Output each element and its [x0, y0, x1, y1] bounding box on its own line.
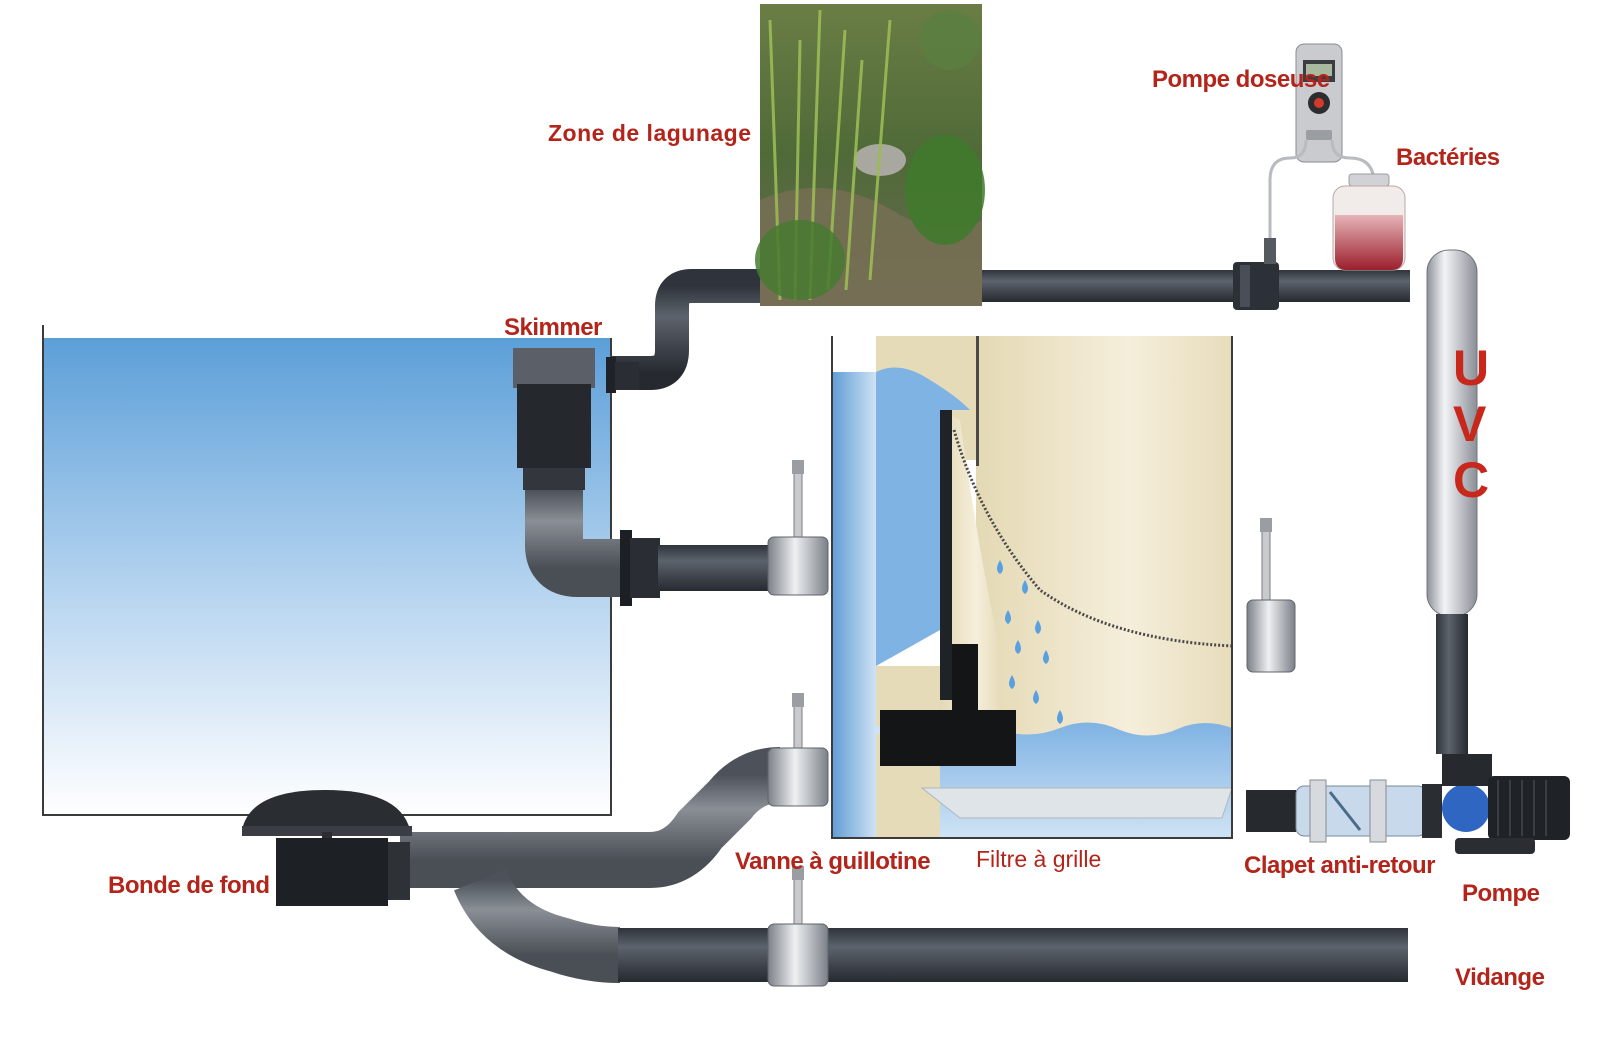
label-bonde-de-fond: Bonde de fond	[108, 872, 270, 899]
label-pompe-doseuse: Pompe doseuse	[1152, 66, 1330, 93]
bottom-drain-pipes	[400, 747, 1408, 983]
dosing-tubes	[1268, 139, 1376, 250]
label-a-grille: à grille	[1033, 846, 1102, 872]
label-vidange: Vidange	[1455, 964, 1545, 991]
skimmer	[513, 348, 768, 606]
uvc-letter-c: C	[1453, 452, 1490, 508]
filter-outlet-valve	[1246, 518, 1296, 673]
gate-valve-vidange	[767, 866, 829, 987]
water-droplets	[997, 560, 1063, 724]
bottom-drain-icon	[242, 790, 412, 906]
uv-clarifier-icon	[1426, 249, 1478, 754]
label-clapet-anti-retour: Clapet anti-retour	[1244, 852, 1436, 879]
pond-plants-photo	[755, 4, 985, 306]
dosing-pump-icon	[1295, 43, 1343, 163]
grid-filter-tank	[831, 336, 1233, 839]
label-filtre-grille: Filtre à grille	[976, 846, 1101, 873]
pump-icon	[1422, 754, 1570, 854]
uvc-letter-v: V	[1453, 396, 1487, 452]
label-pompe: Pompe	[1462, 880, 1540, 907]
check-valve-icon	[1246, 779, 1427, 843]
uvc-letter-u: U	[1453, 340, 1490, 396]
injector-fitting	[1264, 238, 1276, 264]
label-bacteries: Bactéries	[1396, 144, 1500, 171]
gate-valve-skimmer	[767, 460, 829, 596]
pond-basin	[42, 325, 612, 816]
label-skimmer: Skimmer	[504, 314, 602, 341]
top-return-pipe	[606, 262, 1410, 393]
label-filtre-word: Filtre	[976, 846, 1028, 872]
label-vanne-guillotine: Vanne à guillotine	[735, 848, 931, 875]
label-zone-lagunage: Zone de lagunage	[548, 120, 752, 146]
bacteria-bottle-icon	[1332, 173, 1406, 271]
label-uvc: U V C	[1453, 340, 1490, 508]
